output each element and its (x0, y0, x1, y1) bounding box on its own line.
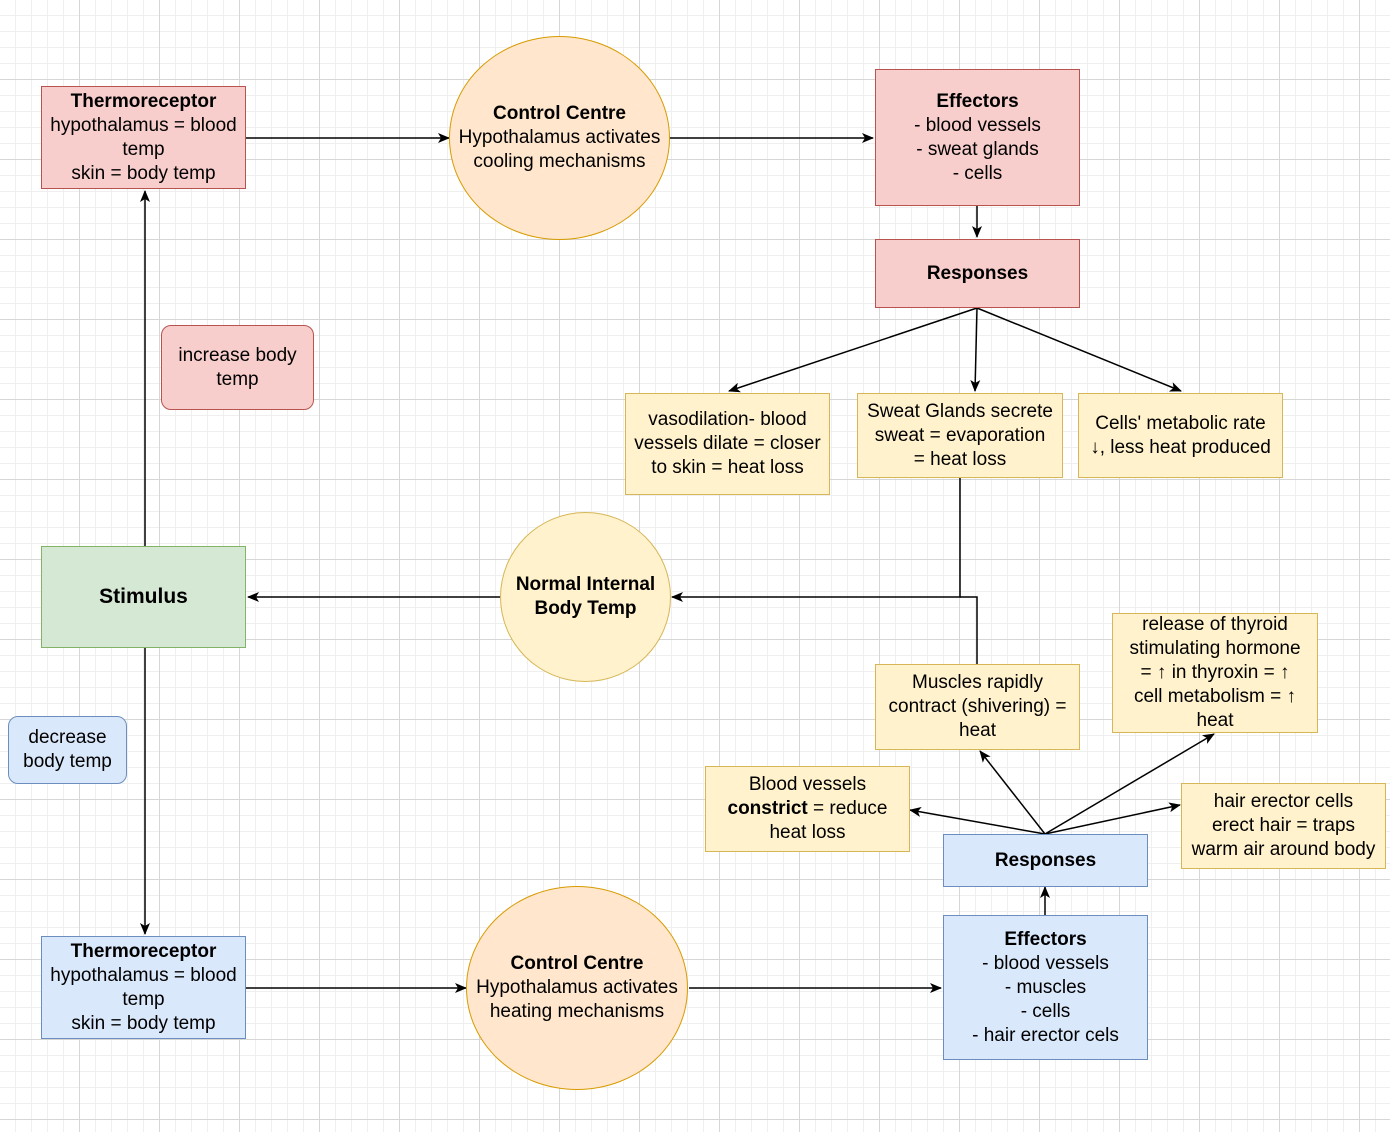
sweat-glands-box: Sweat Glands secrete sweat = evaporation… (857, 393, 1063, 478)
normal-body-temp-line: Body Temp (534, 598, 637, 619)
effectors-bottom-title: Effectors (1004, 928, 1087, 950)
arrow-responses-to-muscles (979, 750, 1046, 835)
arrow-responses-to-vasodilation (728, 307, 978, 393)
increase-label-line: increase body (178, 344, 297, 366)
thyroid-line: cell metabolism = ↑ (1133, 686, 1297, 707)
vasodilation-line: vasodilation- blood (648, 409, 807, 430)
thermoreceptor-bottom-box: Thermoreceptor hypothalamus = blood temp… (41, 936, 246, 1039)
normal-body-temp-line: Normal Internal (515, 574, 656, 595)
decrease-label-line: decrease (28, 727, 107, 748)
responses-bottom-title: Responses (994, 849, 1097, 871)
effectors-bottom-box: Effectors - blood vessels - muscles - ce… (943, 915, 1148, 1060)
thyroid-line: stimulating hormone (1129, 638, 1301, 659)
thermoreceptor-bottom-line: skin = body temp (71, 1012, 216, 1034)
cells-metabolic-line: Cells' metabolic rate (1095, 412, 1266, 434)
vasodilation-line: to skin = heat loss (651, 457, 804, 478)
control-centre-top-line: cooling mechanisms (473, 151, 646, 172)
responses-top-title: Responses (926, 262, 1029, 284)
responses-top-box: Responses (875, 239, 1080, 308)
line-muscles-to-normal (960, 596, 978, 664)
effectors-top-title: Effectors (936, 90, 1019, 112)
increase-body-temp-label: increase body temp (161, 325, 314, 410)
hair-erector-line: erect hair = traps (1211, 815, 1356, 836)
thermoreceptor-top-line: hypothalamus = blood (50, 114, 237, 136)
control-centre-bottom-line: heating mechanisms (489, 1001, 665, 1022)
muscles-shivering-box: Muscles rapidly contract (shivering) = h… (875, 664, 1080, 750)
arrow-responses-to-cells (976, 307, 1182, 392)
arrow-responses-to-hair (1044, 802, 1181, 835)
hair-erector-line: warm air around body (1191, 839, 1376, 860)
stimulus-box: Stimulus (41, 546, 246, 648)
blood-vessels-constrict-box: Blood vessels constrict = reduce heat lo… (705, 766, 910, 852)
muscles-line: Muscles rapidly (912, 672, 1043, 693)
control-centre-bottom-title: Control Centre (510, 953, 644, 974)
effectors-bottom-line: - cells (1020, 1000, 1071, 1022)
hair-erector-box: hair erector cells erect hair = traps wa… (1181, 783, 1386, 869)
vasodilation-line: vessels dilate = closer (634, 433, 821, 454)
thermoreceptor-bottom-title: Thermoreceptor (70, 940, 217, 962)
constrict-line: constrict = reduce (728, 797, 888, 821)
control-centre-top-line: Hypothalamus activates (458, 127, 661, 148)
cells-metabolic-line: ↓, less heat produced (1090, 436, 1271, 458)
decrease-label-line: body temp (23, 751, 112, 772)
thyroid-line: heat (1196, 710, 1234, 731)
thermoreceptor-top-box: Thermoreceptor hypothalamus = blood temp… (41, 86, 246, 189)
effectors-top-line: - cells (952, 162, 1003, 184)
sweat-glands-line: sweat = evaporation (874, 424, 1046, 446)
thermoreceptor-bottom-line: hypothalamus = blood (50, 964, 237, 986)
effectors-top-line: - blood vessels (914, 114, 1041, 136)
arrow-responses-to-sweat (970, 307, 981, 392)
constrict-rest: = reduce (807, 798, 888, 819)
thyroid-line: release of thyroid (1142, 614, 1288, 635)
effectors-bottom-line: - hair erector cels (972, 1024, 1119, 1046)
control-centre-bottom-circle: Control Centre Hypothalamus activates he… (466, 886, 688, 1090)
responses-bottom-box: Responses (943, 834, 1148, 887)
constrict-line: Blood vessels (748, 774, 867, 795)
sweat-glands-line: Sweat Glands secrete (867, 400, 1053, 422)
decrease-body-temp-label: decrease body temp (8, 716, 127, 784)
thermoreceptor-top-line: temp (122, 138, 165, 160)
effectors-bottom-line: - muscles (1004, 976, 1087, 998)
arrow-responses-to-constrict (909, 807, 1046, 835)
effectors-top-line: - sweat glands (916, 138, 1039, 160)
stimulus-title: Stimulus (99, 585, 188, 608)
thermoreceptor-top-line: skin = body temp (71, 162, 216, 184)
constrict-bold-word: constrict (727, 798, 808, 819)
muscles-line: heat (959, 720, 996, 741)
sweat-glands-line: = heat loss (913, 448, 1007, 470)
thermoreceptor-top-title: Thermoreceptor (70, 90, 217, 112)
effectors-bottom-line: - blood vessels (982, 952, 1109, 974)
effectors-top-box: Effectors - blood vessels - sweat glands… (875, 69, 1080, 206)
normal-body-temp-circle: Normal Internal Body Temp (500, 512, 671, 682)
arrow-responses-to-thyroid (1044, 733, 1215, 835)
vasodilation-box: vasodilation- blood vessels dilate = clo… (625, 393, 830, 495)
muscles-line: contract (shivering) = (888, 696, 1067, 717)
thermoreceptor-bottom-line: temp (122, 988, 165, 1010)
control-centre-top-title: Control Centre (493, 103, 626, 124)
hair-erector-line: hair erector cells (1213, 791, 1354, 812)
control-centre-top-circle: Control Centre Hypothalamus activates co… (449, 36, 670, 240)
thyroid-line: = ↑ in thyroxin = ↑ (1140, 662, 1290, 683)
constrict-line: heat loss (769, 822, 846, 843)
thyroid-hormone-box: release of thyroid stimulating hormone =… (1112, 613, 1318, 733)
control-centre-bottom-line: Hypothalamus activates (476, 977, 678, 998)
line-sweat-to-normal (671, 478, 961, 602)
increase-label-line: temp (216, 368, 259, 390)
cells-metabolic-box: Cells' metabolic rate ↓, less heat produ… (1078, 393, 1283, 478)
